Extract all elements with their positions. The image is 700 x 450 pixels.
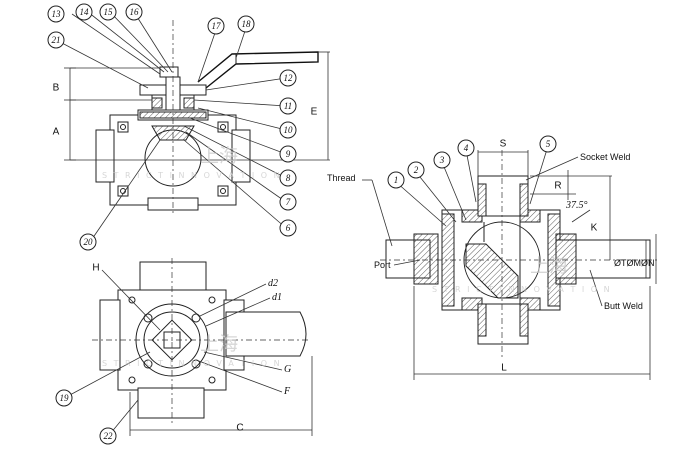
top-handle	[225, 311, 307, 357]
top-bolts	[128, 296, 216, 384]
watermark: 上海 S T R I C T I N N O V A T I O N 上海 S …	[102, 145, 612, 368]
part-callouts: 13 14 15 16 17 18 21 12 11 10 9 8 7 6 20…	[47, 3, 557, 445]
callout-2: 2	[407, 161, 425, 179]
svg-text:8: 8	[286, 173, 291, 183]
svg-text:7: 7	[286, 197, 291, 207]
front-view: B A E	[53, 20, 330, 215]
callout-17: 17	[207, 17, 225, 35]
dim-R: R	[554, 181, 561, 192]
callout-15: 15	[99, 3, 117, 21]
dim-d1: d1	[272, 292, 282, 303]
callout-19: 19	[55, 389, 73, 407]
callout-11: 11	[279, 97, 297, 115]
dim-L: L	[501, 363, 507, 374]
svg-text:2: 2	[414, 165, 419, 175]
svg-text:11: 11	[284, 101, 292, 111]
svg-text:6: 6	[286, 223, 291, 233]
svg-text:21: 21	[52, 35, 61, 45]
dim-S: S	[500, 139, 507, 150]
dim-d2: d2	[268, 278, 278, 289]
svg-text:S T R I C T I N N O V A T I: S T R I C T I N N O V A T I O N	[102, 171, 282, 180]
callout-21: 21	[47, 31, 65, 49]
svg-text:12: 12	[284, 73, 294, 83]
handle-lever	[197, 51, 319, 89]
label-thread: Thread	[327, 173, 356, 183]
callout-1: 1	[387, 171, 405, 189]
dim-diameters: ØTØMØN	[614, 258, 655, 268]
dim-E: E	[311, 107, 318, 118]
dim-F: F	[283, 386, 291, 397]
dim-B: B	[53, 83, 60, 94]
svg-text:上海: 上海	[200, 145, 238, 167]
svg-text:4: 4	[464, 143, 469, 153]
svg-text:16: 16	[130, 7, 140, 17]
svg-text:22: 22	[104, 431, 114, 441]
label-port: Port	[374, 260, 391, 270]
dim-K: K	[591, 223, 598, 234]
dim-C: C	[236, 423, 243, 434]
svg-text:14: 14	[80, 7, 90, 17]
dim-angle: 37.5°	[565, 200, 588, 211]
callout-18: 18	[237, 15, 255, 33]
callout-20: 20	[79, 233, 97, 251]
callout-3: 3	[433, 151, 451, 169]
svg-text:19: 19	[60, 393, 70, 403]
stem-nut	[159, 66, 179, 78]
label-butt-weld: Butt Weld	[604, 301, 643, 311]
svg-text:15: 15	[104, 7, 114, 17]
callout-12: 12	[279, 69, 297, 87]
svg-text:S T R I C T I N N O V A T I: S T R I C T I N N O V A T I O N	[102, 359, 282, 368]
callout-8: 8	[279, 169, 297, 187]
dim-H: H	[92, 263, 99, 274]
callout-4: 4	[457, 139, 475, 157]
callout-5: 5	[539, 135, 557, 153]
callout-13: 13	[47, 5, 65, 23]
svg-text:20: 20	[84, 237, 94, 247]
label-socket-weld: Socket Weld	[580, 152, 630, 162]
callout-9: 9	[279, 145, 297, 163]
svg-text:17: 17	[212, 21, 222, 31]
body-bolts	[117, 121, 229, 197]
svg-text:上海: 上海	[530, 255, 568, 277]
callout-6: 6	[279, 219, 297, 237]
svg-text:18: 18	[242, 19, 252, 29]
callout-7: 7	[279, 193, 297, 211]
svg-text:10: 10	[284, 125, 294, 135]
svg-text:13: 13	[52, 9, 62, 19]
svg-text:S T R I C T I N N O V A T I: S T R I C T I N N O V A T I O N	[432, 285, 612, 294]
callout-10: 10	[279, 121, 297, 139]
svg-text:9: 9	[286, 149, 291, 159]
callout-22: 22	[99, 427, 117, 445]
section-view: S R K 37.5° ØTØMØN L Socket Weld Thread …	[327, 139, 660, 380]
dim-A: A	[53, 127, 60, 138]
callout-16: 16	[125, 3, 143, 21]
callout-14: 14	[75, 3, 93, 21]
svg-text:5: 5	[546, 139, 551, 149]
svg-text:1: 1	[394, 175, 399, 185]
dim-G: G	[284, 364, 291, 375]
top-view: C H d2 d1 G F	[92, 258, 313, 436]
svg-text:上海: 上海	[200, 333, 238, 355]
svg-text:3: 3	[439, 155, 445, 165]
